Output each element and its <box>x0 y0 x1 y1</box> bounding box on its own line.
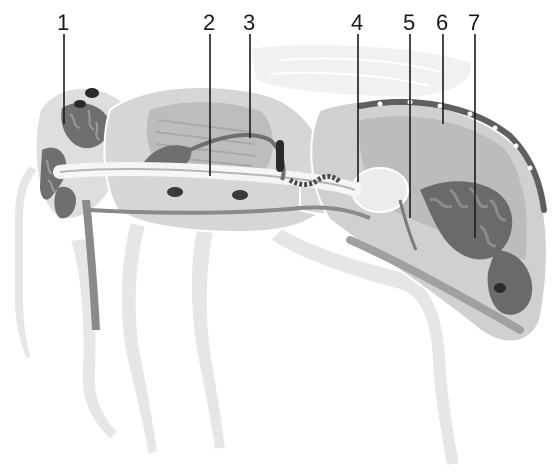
antenna <box>14 165 38 360</box>
label-5: 5 <box>403 10 415 35</box>
label-7: 7 <box>468 10 480 35</box>
spiracle <box>276 140 284 172</box>
wings <box>250 44 472 98</box>
mid-leg-2 <box>191 230 226 450</box>
label-3: 3 <box>243 10 255 35</box>
ganglion-2 <box>232 190 248 200</box>
ocellus-1 <box>85 88 99 98</box>
sting-base <box>494 283 506 293</box>
ocellus-2 <box>74 100 86 108</box>
ganglion-1 <box>167 187 183 197</box>
label-2: 2 <box>203 10 215 35</box>
label-6: 6 <box>436 10 448 35</box>
mid-leg <box>121 222 158 455</box>
label-1: 1 <box>57 10 69 35</box>
label-4: 4 <box>351 10 363 35</box>
